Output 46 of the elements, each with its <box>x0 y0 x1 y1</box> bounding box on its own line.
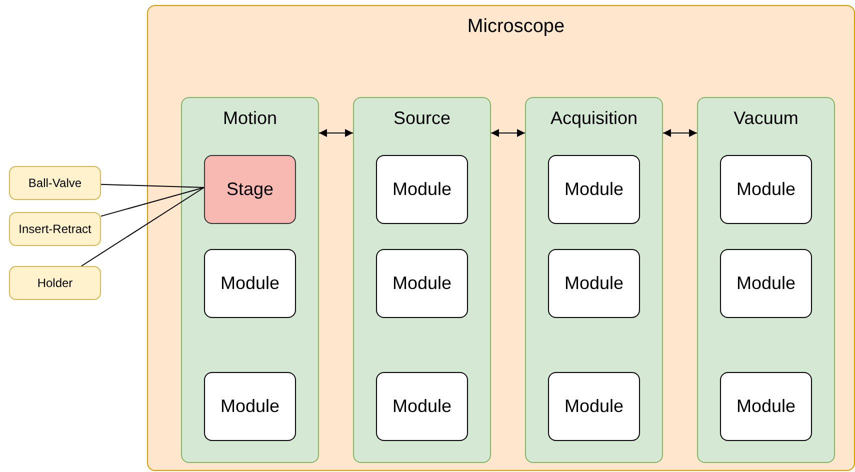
double-arrow <box>490 129 526 137</box>
node-label: Module <box>391 178 453 200</box>
node-label: Module <box>219 272 281 294</box>
node-label: Source <box>392 108 452 130</box>
module-box <box>720 372 812 441</box>
module-box <box>376 372 468 441</box>
module-box <box>720 249 812 318</box>
node-label: Module <box>735 272 797 294</box>
group-box <box>525 97 663 463</box>
node-label: Module <box>735 396 797 418</box>
module-box <box>548 155 640 224</box>
component-box <box>9 212 101 246</box>
module-box <box>204 249 296 318</box>
node-label: Vacuum <box>732 108 800 130</box>
module-box <box>720 155 812 224</box>
module-box <box>376 155 468 224</box>
node-label: Module <box>735 178 797 200</box>
node-label: Module <box>563 178 625 200</box>
node-label: Acquisition <box>549 108 639 130</box>
double-arrow <box>318 129 354 137</box>
container-box <box>147 5 855 471</box>
node-label: Module <box>563 272 625 294</box>
node-label: Module <box>219 396 281 418</box>
group-box <box>697 97 835 463</box>
connector-line <box>100 184 204 188</box>
component-box <box>9 266 101 300</box>
module-box <box>548 372 640 441</box>
node-label: Insert-Retract <box>18 222 92 236</box>
module-box <box>376 249 468 318</box>
node-label: Stage <box>225 178 275 200</box>
group-box <box>181 97 319 463</box>
group-box <box>353 97 491 463</box>
node-label: Module <box>391 396 453 418</box>
module-box <box>548 249 640 318</box>
module-box <box>204 372 296 441</box>
connector-line <box>100 187 204 217</box>
node-label: Motion <box>222 108 278 130</box>
node-label: Ball-Valve <box>27 176 83 190</box>
component-box <box>9 166 101 200</box>
node-label: Module <box>563 396 625 418</box>
connector-line <box>81 187 204 266</box>
node-label: Microscope <box>466 16 566 39</box>
module-box <box>204 155 296 224</box>
node-label: Holder <box>36 276 74 290</box>
node-label: Module <box>391 272 453 294</box>
double-arrow <box>662 129 698 137</box>
